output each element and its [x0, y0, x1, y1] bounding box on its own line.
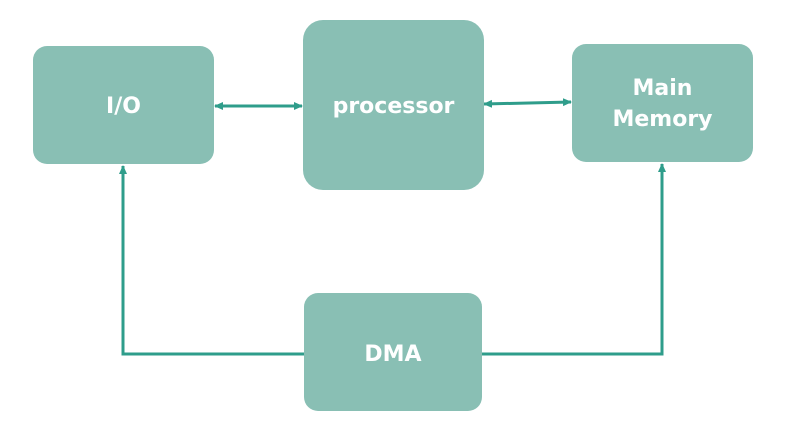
node-processor-box	[303, 20, 484, 190]
node-main-memory-label-line2: Memory	[612, 107, 712, 132]
node-dma-label: DMA	[364, 342, 421, 367]
node-io-label: I/O	[106, 94, 141, 119]
node-processor-label: processor	[333, 94, 455, 119]
node-dma-box	[304, 293, 482, 411]
node-processor: processor	[303, 20, 484, 190]
node-io-box	[33, 46, 214, 164]
node-dma: DMA	[304, 293, 482, 411]
connector-processor-memory	[483, 98, 572, 108]
connector-dma-io	[119, 165, 304, 356]
node-io: I/O	[33, 46, 214, 164]
connector-dma-memory	[482, 163, 666, 356]
node-main-memory-label-line1: Main	[633, 76, 693, 101]
node-main-memory-box	[572, 44, 753, 162]
node-main-memory: Main Memory	[572, 44, 753, 162]
